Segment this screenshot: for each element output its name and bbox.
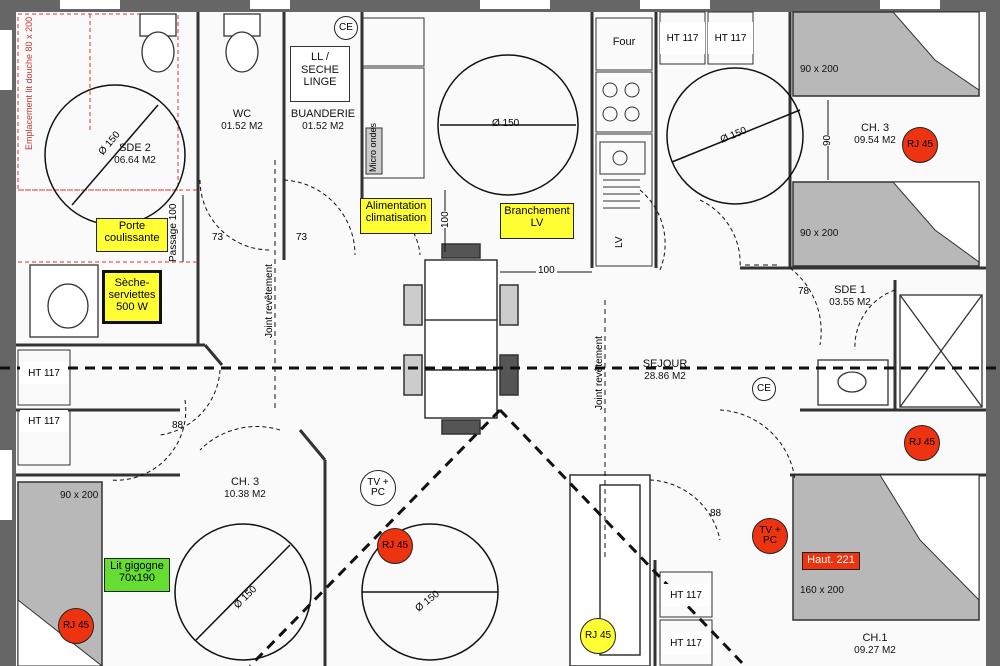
bed-size: 90 x 200 — [800, 64, 839, 75]
bed-size: 90 x 200 — [60, 490, 99, 501]
thin-walls — [17, 11, 754, 666]
room-area: 03.55 M2 — [829, 296, 871, 308]
room-name: SEJOUR — [642, 358, 688, 370]
dining-table — [403, 243, 519, 435]
secondary-dash — [274, 160, 780, 560]
dimension-90: 90 — [822, 134, 833, 146]
tv-pc-outlet: TV + PC — [752, 518, 788, 554]
door-width: 73 — [296, 232, 308, 243]
label-joint-revetement: Joint revêtement — [594, 336, 605, 410]
kitchen-equipment — [365, 82, 646, 209]
dimension-100: 100 — [440, 211, 451, 228]
ht117-cabinet: HT 117 — [660, 22, 705, 54]
room-area: 09.54 M2 — [854, 134, 896, 146]
shower-zone — [17, 13, 200, 263]
room-name: CH. 3 — [860, 122, 890, 134]
room-name: WC — [232, 108, 252, 120]
room-area: 10.38 M2 — [224, 488, 266, 500]
room-name: SDE 1 — [834, 284, 866, 296]
bed-size: 90 x 200 — [800, 228, 839, 239]
rj45-outlet: RJ 45 — [904, 425, 940, 461]
ht117-cabinet: HT 117 — [662, 584, 710, 606]
label-joint-revetement: Joint revêtement — [264, 264, 275, 338]
room-name: BUANDERIE — [290, 108, 356, 120]
tv-pc-outlet: TV + PC — [360, 470, 396, 506]
dimension-100: 100 — [536, 265, 557, 276]
tag-seche-serviettes: Sèche-serviettes 500 W — [102, 270, 162, 324]
axis-lines — [0, 366, 1000, 666]
ce-marker: CE — [752, 377, 776, 401]
rj45-outlet: RJ 45 — [377, 528, 413, 564]
door-width: 73 — [212, 232, 224, 243]
diameter-label: Ø 150 — [492, 118, 520, 129]
ce-marker: CE — [334, 16, 358, 40]
sanitary-fixtures — [29, 13, 983, 408]
label-four: Four — [612, 36, 636, 48]
tag-alimentation-climatisation: Alimentation climatisation — [360, 198, 432, 234]
tag-hauteur: Haut. 221 — [802, 552, 860, 570]
ht117-cabinet: HT 117 — [20, 362, 68, 384]
rj45-outlet: RJ 45 — [902, 127, 938, 163]
wall-openings — [0, 0, 940, 520]
room-area: 01.52 M2 — [302, 120, 344, 132]
room-name: CH.1 — [862, 632, 888, 644]
ht117-cabinet: HT 117 — [662, 632, 710, 654]
tag-branchement-lv: Branchement LV — [500, 203, 574, 239]
bed-size: 160 x 200 — [800, 585, 844, 596]
room-name: SDE 2 — [119, 142, 151, 154]
room-area: 01.52 M2 — [221, 120, 263, 132]
door-width: 88 — [172, 420, 184, 431]
door-width: 78 — [798, 286, 810, 297]
tag-lit-gigogne: Lit gigogne 70x190 — [104, 558, 170, 592]
label-lv: LV — [614, 236, 625, 249]
door-width: 88 — [710, 508, 722, 519]
room-area: 06.64 M2 — [114, 154, 156, 166]
label-emplacement: Emplacement lit douche 80 x 200 — [24, 16, 34, 150]
room-area: 09.27 M2 — [854, 644, 896, 656]
ht117-cabinet: HT 117 — [708, 22, 753, 54]
room-area: 28.86 M2 — [644, 370, 686, 382]
rj45-outlet: RJ 45 — [580, 618, 616, 654]
label-micro-ondes: Micro ondes — [368, 122, 378, 172]
label-passage: Passage 100 — [168, 203, 179, 262]
label-ll-seche-linge: LL / SECHE LINGE — [290, 46, 350, 102]
tag-porte-coulissante: Porte coulissante — [96, 218, 168, 252]
ht117-cabinet: HT 117 — [20, 410, 68, 432]
room-name: CH. 3 — [230, 476, 260, 488]
rj45-outlet: RJ 45 — [58, 608, 94, 644]
